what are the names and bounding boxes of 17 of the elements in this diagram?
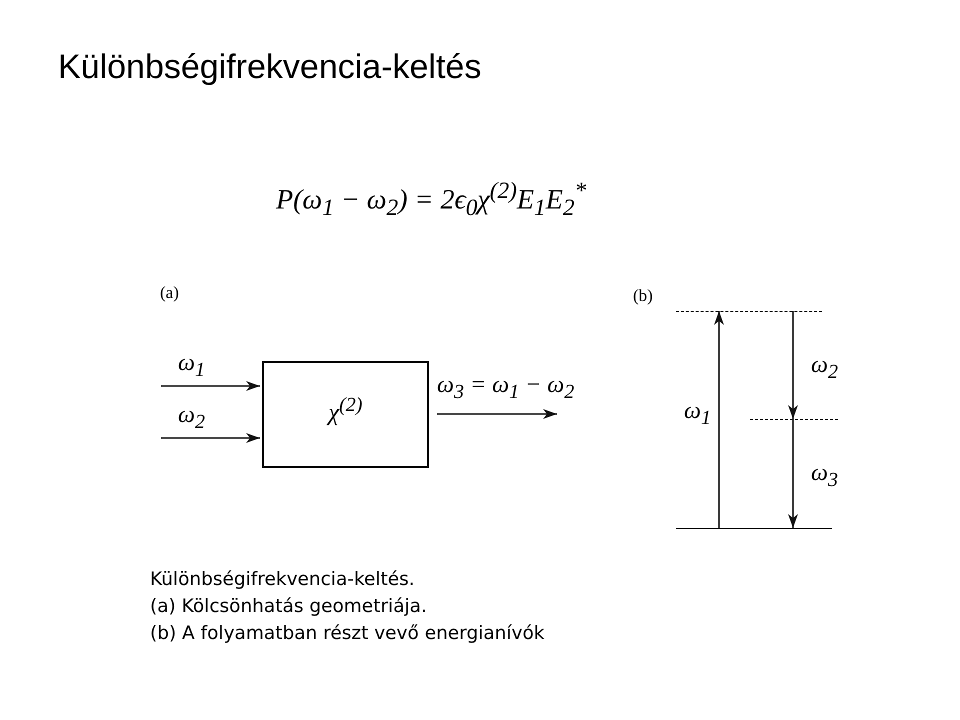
panel-label: (b) <box>633 286 653 306</box>
caption-line: (a) Kölcsönhatás geometriája. <box>150 596 427 617</box>
arrow <box>161 433 260 443</box>
susceptibility-label: χ$^{(2)}$ <box>328 394 362 427</box>
arrow <box>788 311 798 419</box>
caption: Különbségifrekvencia-keltés. <box>150 569 415 590</box>
energy-level-line <box>676 528 832 529</box>
crystal-box <box>262 361 429 468</box>
arrow <box>161 381 260 391</box>
arrow <box>714 311 724 528</box>
arrow <box>788 419 798 528</box>
panel-label: (a) <box>160 283 179 303</box>
slide-title: Különbségifrekvencia-keltés <box>58 48 482 87</box>
arrow <box>437 409 557 419</box>
energy-level-line <box>676 311 822 312</box>
caption-line: (b) A folyamatban részt vevő energianívók <box>150 623 545 644</box>
energy-level-line <box>750 419 838 420</box>
